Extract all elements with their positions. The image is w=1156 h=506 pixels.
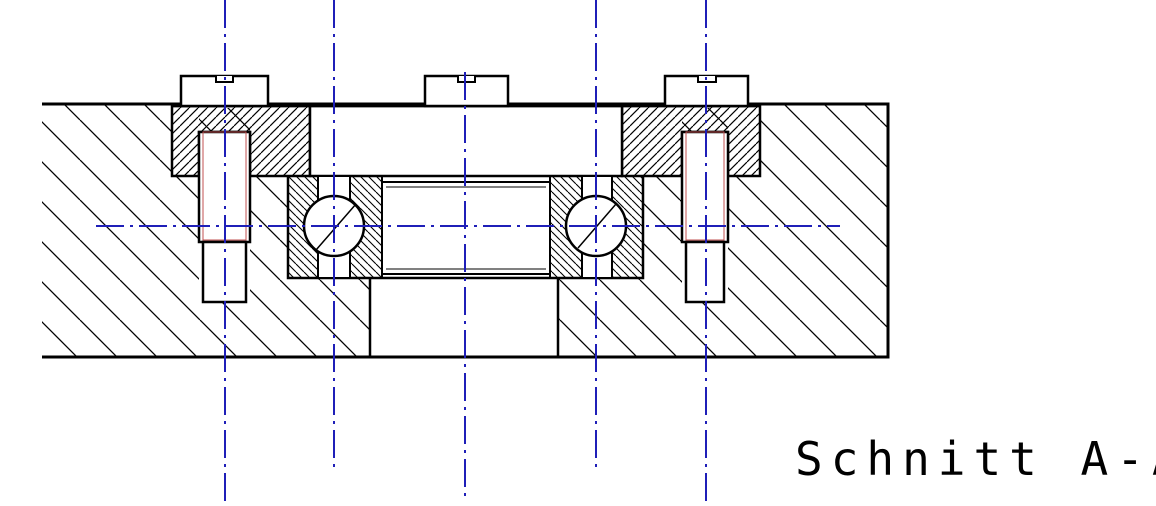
section-label: Schnitt A-A bbox=[795, 432, 1156, 486]
center-cap-slot bbox=[457, 76, 476, 83]
center-cap bbox=[423, 74, 510, 108]
center-lines bbox=[96, 0, 840, 506]
housing-hatch bbox=[42, 104, 888, 357]
